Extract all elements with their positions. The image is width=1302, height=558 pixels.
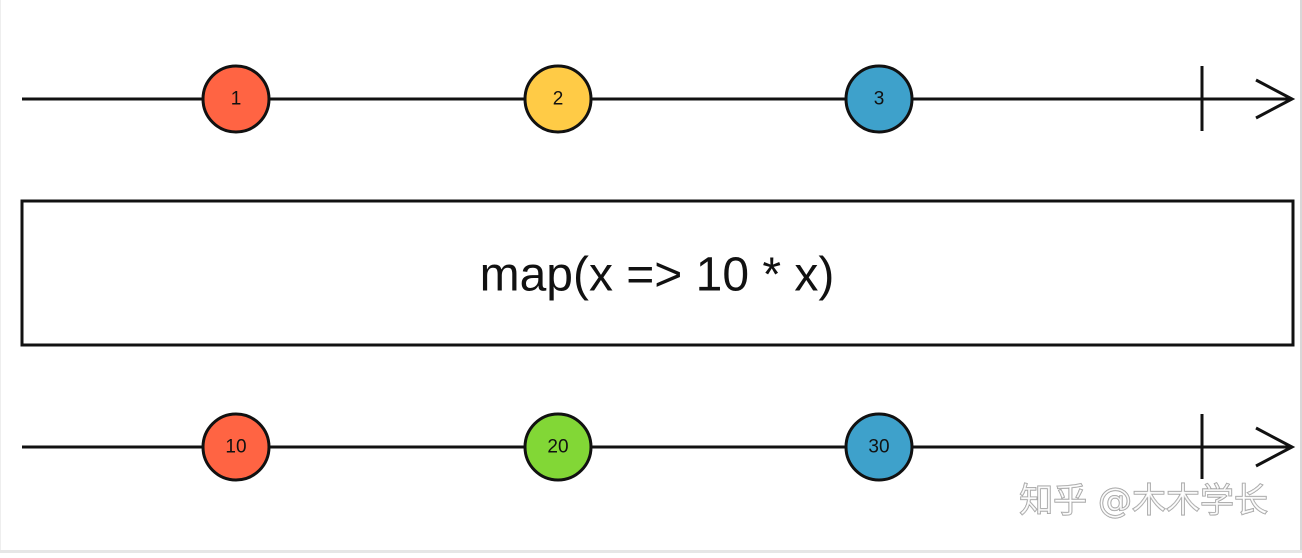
output-marble-3-label: 30	[868, 437, 889, 458]
input-marble-3-circle	[844, 64, 914, 134]
input-marble-3-label: 3	[874, 89, 885, 110]
output-marble-2: 20	[523, 412, 593, 482]
input-marble-3: 3	[844, 64, 914, 134]
output-marble-1-label: 10	[225, 437, 246, 458]
operator-box-frame	[20, 199, 1295, 347]
image-right-edge	[1300, 0, 1302, 553]
output-marble-3-circle	[844, 412, 914, 482]
output-marble-3: 30	[844, 412, 914, 482]
output-marble-2-label: 20	[547, 437, 568, 458]
input-marble-1: 1	[201, 64, 271, 134]
operator-label: map(x => 10 * x)	[480, 249, 835, 302]
operator-box: map(x => 10 * x)	[20, 199, 1295, 347]
input-arrowhead	[1255, 78, 1296, 120]
input-marble-1-label: 1	[231, 89, 242, 110]
input-stream: 1 2 3	[22, 64, 1296, 134]
input-marble-2-label: 2	[553, 89, 564, 110]
output-arrowhead	[1255, 426, 1296, 468]
watermark-text: 知乎 @木木学长	[1019, 481, 1268, 521]
image-left-edge	[0, 0, 1, 553]
input-marble-2-circle	[523, 64, 593, 134]
output-marble-1: 10	[201, 412, 271, 482]
input-marble-1-circle	[201, 64, 271, 134]
output-stream: 10 20 30	[22, 412, 1296, 482]
input-marble-2: 2	[523, 64, 593, 134]
output-marble-2-circle	[523, 412, 593, 482]
output-marble-1-circle	[201, 412, 271, 482]
image-bottom-edge	[0, 550, 1302, 553]
